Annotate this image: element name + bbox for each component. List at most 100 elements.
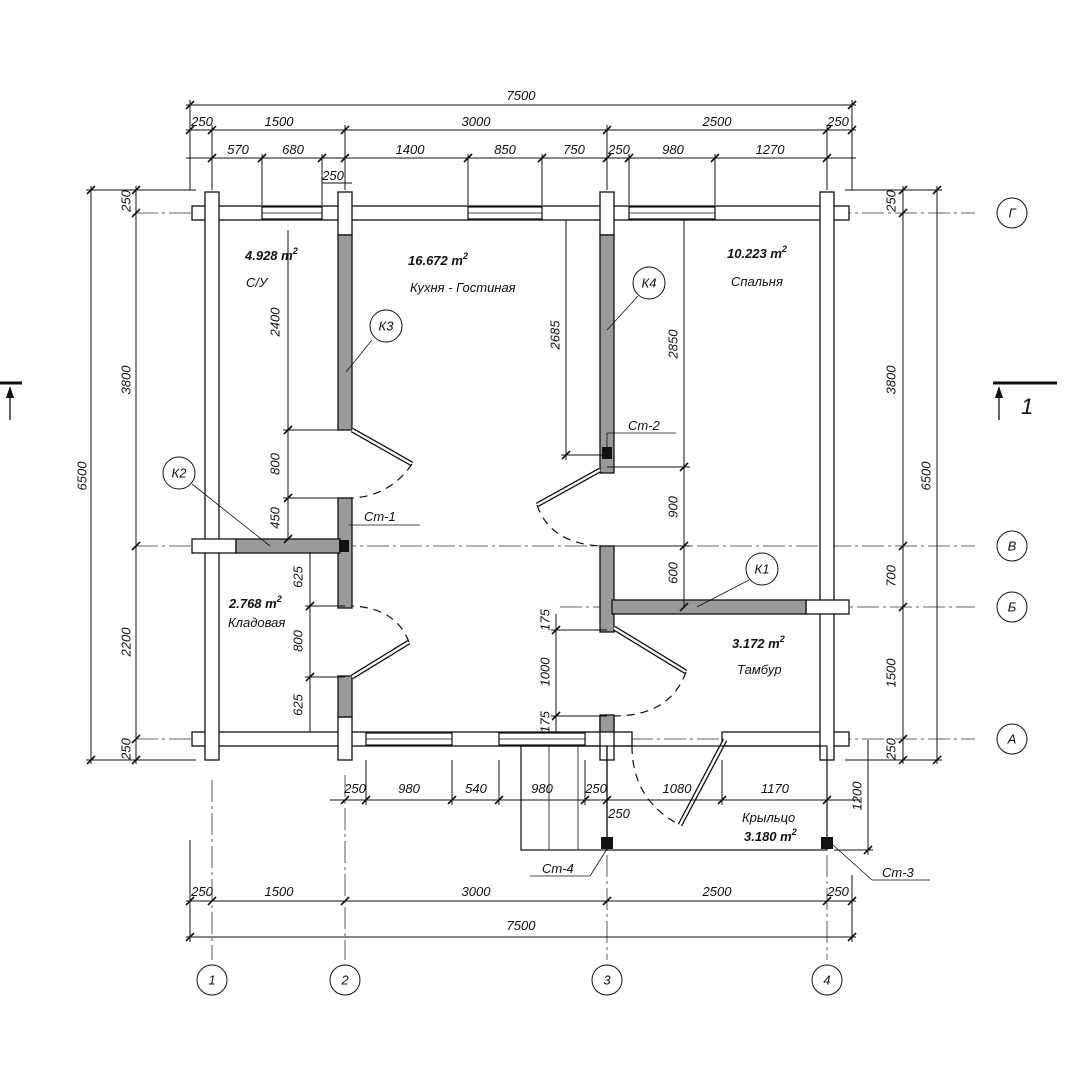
- dim-bot-in-2: 540: [465, 781, 487, 796]
- dim-left-total: 6500: [75, 461, 90, 491]
- dim-mid-175b: 175: [538, 710, 553, 732]
- windows: [261, 206, 716, 746]
- dim-right-0: 250: [884, 189, 899, 212]
- axis-label-3: 3: [603, 973, 611, 988]
- room-kitchen-name: Кухня - Гостиная: [410, 280, 516, 295]
- tag-k1: К1: [755, 562, 770, 577]
- dim-bot-r1-2: 3000: [462, 884, 492, 899]
- dim-porch-depth: 1200: [850, 781, 865, 811]
- dim-top-r2-0: 570: [227, 142, 249, 157]
- dim-inner-800b: 800: [291, 629, 306, 651]
- section-marks: 1: [0, 381, 1057, 420]
- dim-inner-800: 800: [268, 452, 283, 474]
- left-dimensions: 6500 250 3800 2200 250: [75, 185, 196, 765]
- axis-label-1: 1: [208, 973, 215, 988]
- dim-top-r1-3: 2500: [702, 114, 733, 129]
- dim-bot-r1-4: 250: [826, 884, 849, 899]
- room-bath-area: 4.928 m2: [244, 246, 298, 263]
- dim-right-total: 6500: [919, 461, 934, 491]
- room-bedroom-name: Спальня: [731, 274, 783, 289]
- axis-label-b: Б: [1008, 600, 1017, 615]
- room-bedroom-area: 10.223 m2: [727, 244, 787, 261]
- tag-k4-circle: [632, 266, 666, 300]
- inner-left-dimensions: 2400 800 450 625 800 625: [268, 230, 345, 732]
- dim-top-r1-4: 250: [826, 114, 849, 129]
- tag-k3: К3: [379, 319, 395, 334]
- section-mark-label: 1: [1021, 394, 1033, 419]
- dim-top-r2-3: 850: [494, 142, 516, 157]
- tag-k4: К4: [642, 276, 657, 291]
- axis-label-4: 4: [823, 973, 830, 988]
- top-dimensions: 7500 250 1500 3000 2500 250 570 680 1400…: [185, 88, 857, 205]
- dim-inner-625b: 625: [291, 693, 306, 715]
- dim-bot-in-5: 250: [607, 806, 630, 821]
- dim-inner-2400: 2400: [268, 307, 283, 338]
- dim-mid-600: 600: [666, 561, 681, 583]
- axis-label-g: Г: [1008, 206, 1016, 221]
- dim-top-r2-2: 1400: [396, 142, 426, 157]
- dim-mid-2685: 2685: [548, 320, 563, 351]
- dim-bot-total: 7500: [507, 918, 537, 933]
- right-dimensions: 250 3800 700 1500 250 6500 1200: [834, 185, 942, 855]
- dim-mid-2850: 2850: [666, 329, 681, 360]
- col-st1: Ст-1: [364, 509, 396, 524]
- dim-top-r2-5: 250: [607, 142, 630, 157]
- dim-right-3: 1500: [884, 658, 899, 688]
- dim-top-r2-6: 980: [662, 142, 684, 157]
- col-st2: Ст-2: [628, 418, 661, 433]
- axis-bubbles: Г В Б А 1 2 3 4: [196, 197, 1028, 996]
- dim-right-2: 700: [884, 564, 899, 586]
- wall-tags: К3 К4 К2 К1: [162, 266, 779, 608]
- room-storage-name: Кладовая: [228, 615, 285, 630]
- dim-bot-r1-1: 1500: [265, 884, 295, 899]
- dim-top-small: 250: [321, 168, 344, 183]
- dim-left-1: 3800: [119, 365, 134, 395]
- dim-top-r1-0: 250: [190, 114, 213, 129]
- dim-top-r1-2: 3000: [462, 114, 492, 129]
- col-st4: Ст-4: [542, 861, 574, 876]
- dim-inner-450: 450: [268, 506, 283, 528]
- interior-walls: [235, 234, 807, 733]
- room-porch-area: 3.180 m2: [744, 827, 797, 844]
- dim-bot-r1-3: 2500: [702, 884, 733, 899]
- dim-top-r1-1: 1500: [265, 114, 295, 129]
- tag-k1-circle: [745, 552, 779, 586]
- column-labels: Ст-1 Ст-2 Ст-3 Ст-4: [349, 418, 930, 881]
- room-vestibule-area: 3.172 m2: [732, 634, 785, 651]
- axis-label-a: А: [1007, 732, 1017, 747]
- dim-right-1: 3800: [884, 365, 899, 395]
- dim-left-2: 2200: [119, 627, 134, 658]
- col-st3: Ст-3: [882, 865, 915, 880]
- axis-label-2: 2: [340, 973, 349, 988]
- dim-bot-in-0: 250: [343, 781, 366, 796]
- dim-bot-in-4: 250: [584, 781, 607, 796]
- dim-bot-in-7: 1170: [761, 781, 790, 796]
- room-vestibule-name: Тамбур: [737, 662, 782, 677]
- doors: [350, 427, 728, 827]
- dim-bot-r1-0: 250: [190, 884, 213, 899]
- room-kitchen-area: 16.672 m2: [408, 251, 468, 268]
- bottom-dimensions: 250 1500 3000 2500 250 7500 250 980 540 …: [185, 760, 860, 942]
- dim-bot-in-3: 980: [531, 781, 553, 796]
- dim-top-r2-1: 680: [282, 142, 304, 157]
- dim-bot-in-6: 1080: [663, 781, 693, 796]
- room-labels: 4.928 m2 С/У 16.672 m2 Кухня - Гостиная …: [228, 244, 797, 844]
- dim-left-0: 250: [119, 189, 134, 212]
- tag-k3-circle: [369, 309, 403, 343]
- columns: [339, 447, 833, 849]
- dim-inner-625a: 625: [291, 565, 306, 587]
- dim-mid-1000: 1000: [538, 657, 553, 687]
- dim-right-4: 250: [884, 737, 899, 760]
- room-bath-name: С/У: [246, 275, 269, 290]
- mid-dimensions: 2685 175 1000 175 2850 900 600: [538, 220, 690, 733]
- dim-mid-900: 900: [666, 495, 681, 517]
- dim-top-total: 7500: [507, 88, 537, 103]
- tag-k2: К2: [172, 466, 188, 481]
- tag-k2-circle: [162, 456, 196, 490]
- dim-left-3: 250: [119, 737, 134, 760]
- dim-mid-175a: 175: [538, 608, 553, 630]
- porch: [520, 745, 828, 851]
- dim-top-r2-7: 1270: [756, 142, 786, 157]
